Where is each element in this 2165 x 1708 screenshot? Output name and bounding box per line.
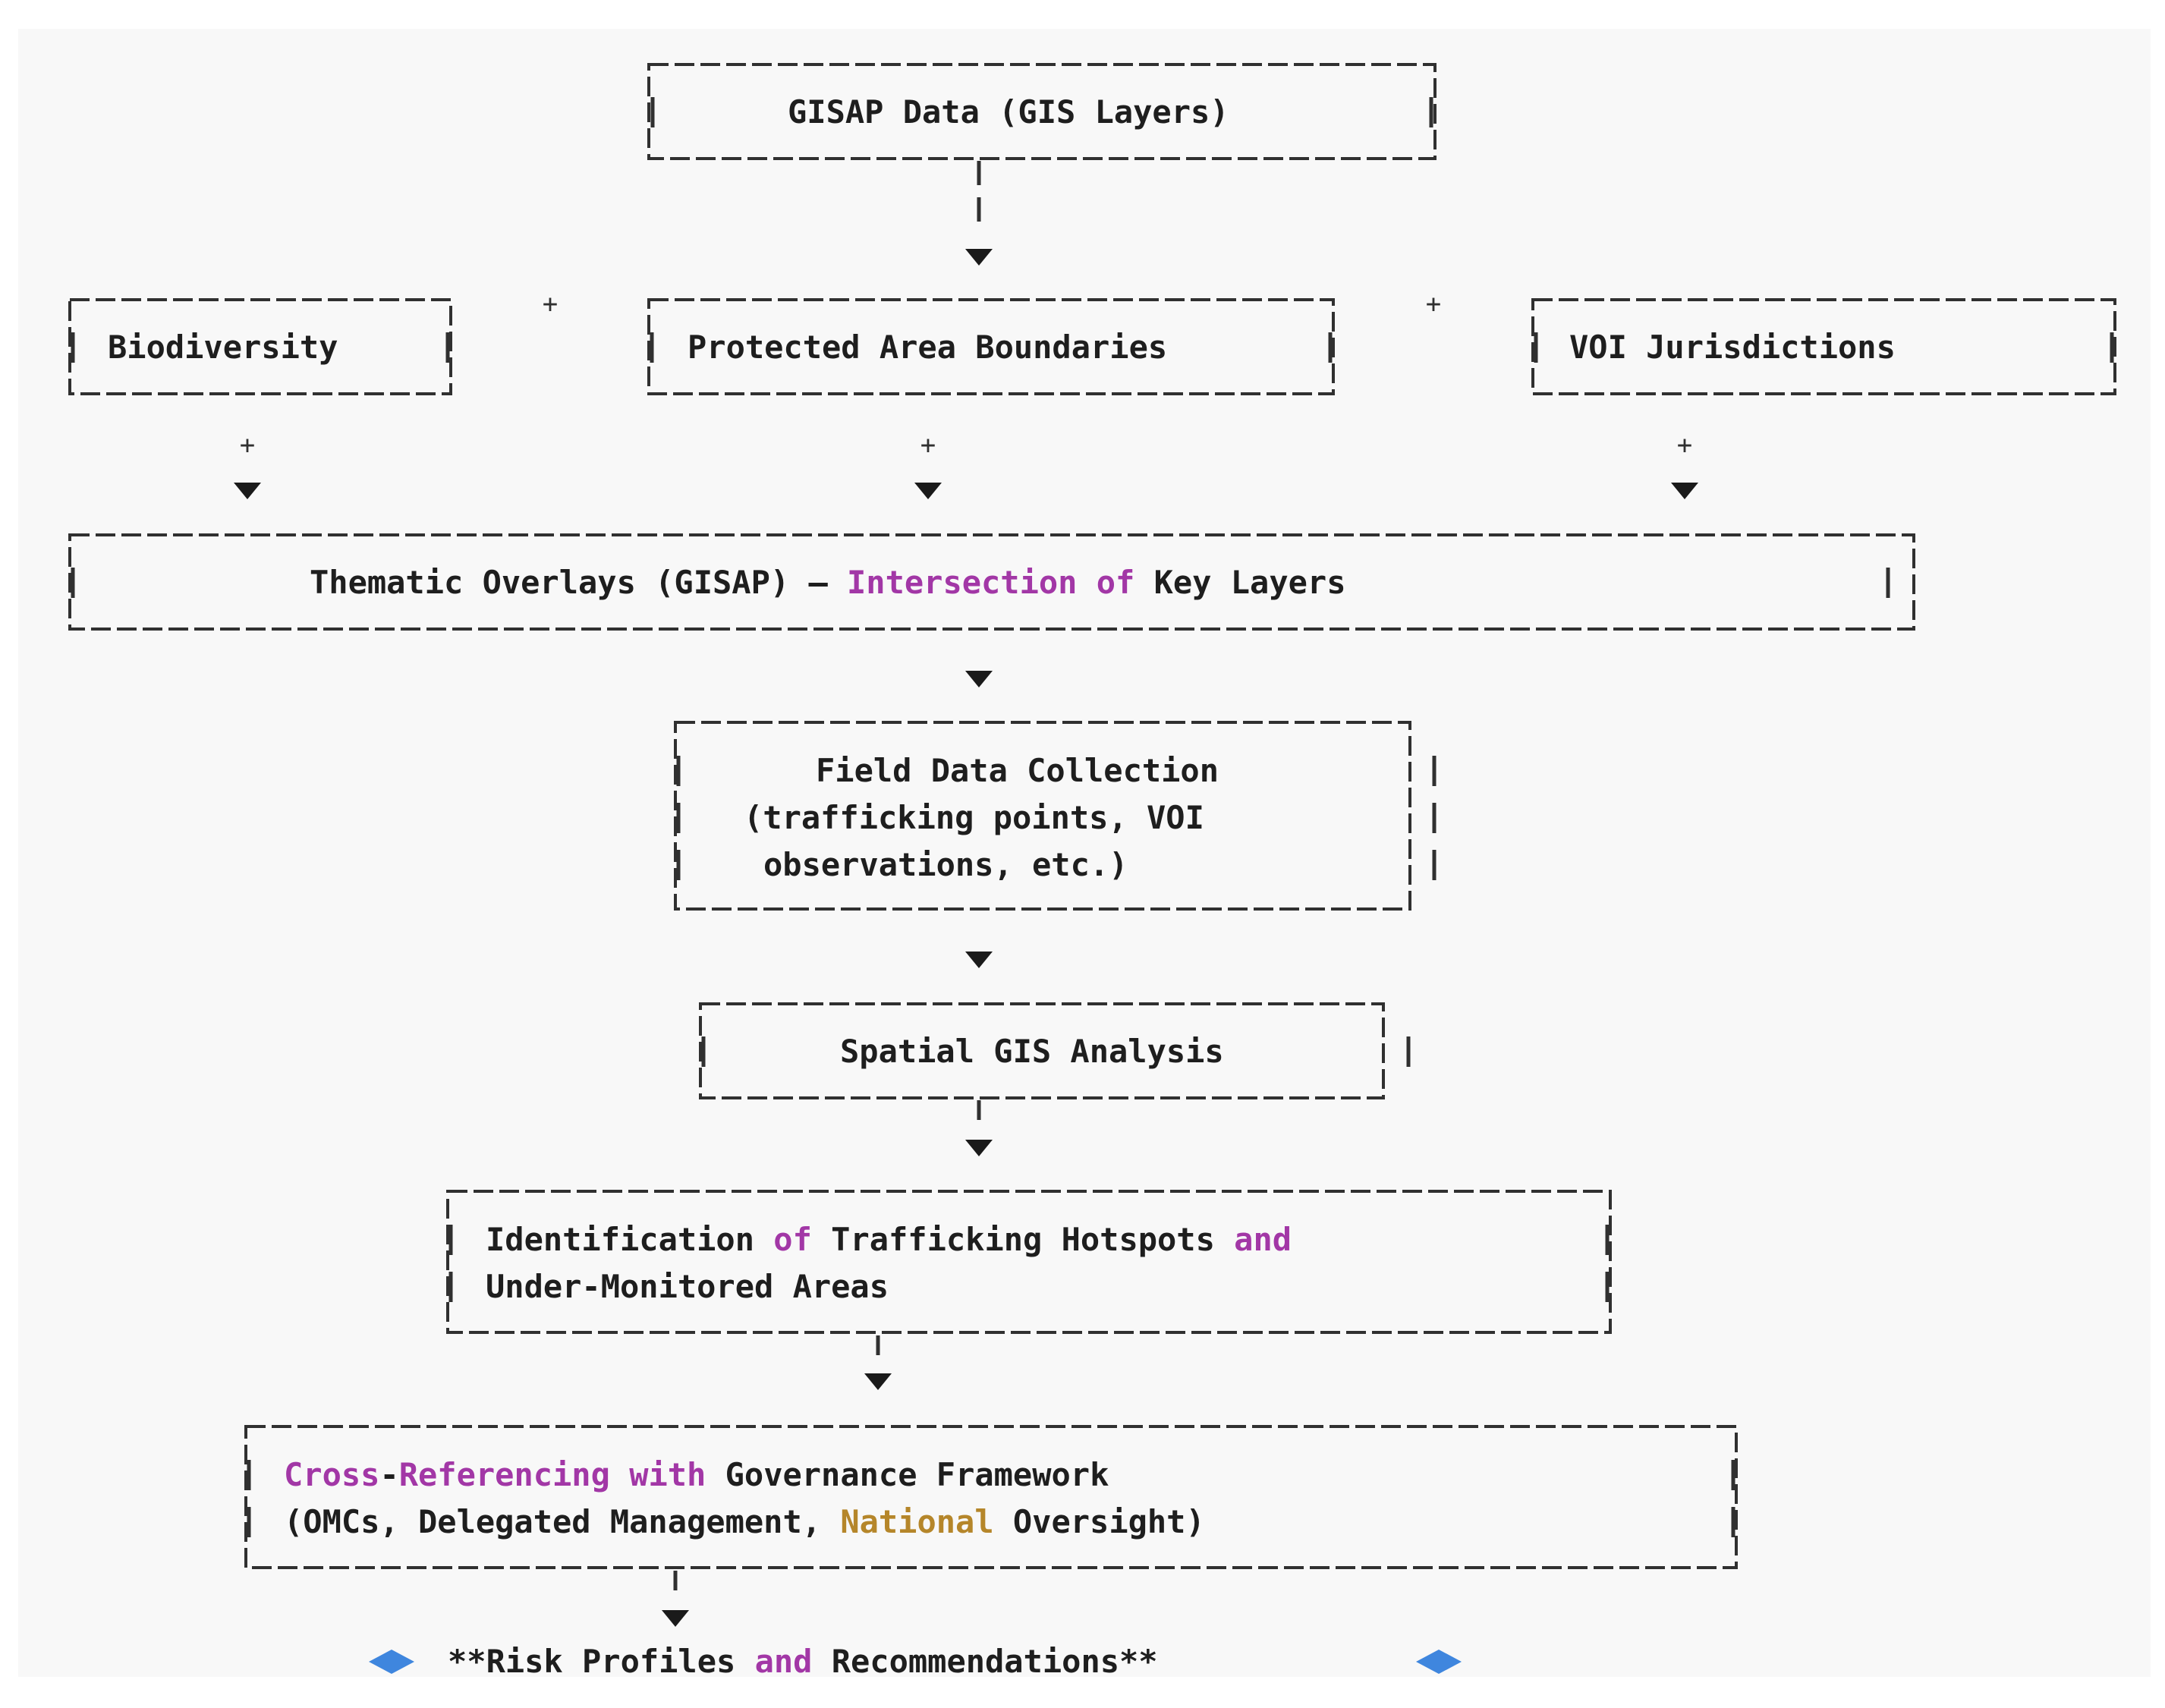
diagram-background	[18, 29, 2151, 1677]
arrow-head	[965, 249, 993, 266]
keyword-intersection: Intersection	[847, 564, 1077, 601]
field-data-line2: (trafficking points, VOI	[744, 799, 1204, 836]
thematic-space	[1077, 564, 1096, 601]
crossref-hyphen: -	[379, 1456, 398, 1493]
crossref-governance: Governance Framework	[706, 1456, 1109, 1493]
plus-symbol: +	[1677, 430, 1692, 461]
node-thematic-overlays: Thematic Overlays (GISAP) – Intersection…	[68, 533, 1915, 631]
node-voi-jurisdictions: VOI Jurisdictions	[1531, 298, 2116, 395]
node-outcome: **Risk Profiles and Recommendations**	[369, 1643, 1462, 1680]
plus-symbol: +	[920, 430, 936, 461]
diamond-icon	[1416, 1650, 1462, 1674]
crossref-space	[610, 1456, 629, 1493]
node-protected-area-boundaries: Protected Area Boundaries	[647, 298, 1335, 395]
arrow-head	[914, 483, 942, 499]
field-data-line1: Field Data Collection	[816, 752, 1219, 789]
hotspots-identification: Identification	[486, 1221, 773, 1258]
crossref-oversight: Oversight)	[994, 1503, 1205, 1540]
arrow-head	[1671, 483, 1698, 499]
hotspots-line1: Identification of Trafficking Hotspots a…	[486, 1221, 1292, 1258]
node-hotspots: Identification of Trafficking Hotspots a…	[446, 1190, 1612, 1334]
keyword-and: and	[1234, 1221, 1292, 1258]
arrow-head	[965, 1140, 993, 1156]
outcome-label: **Risk Profiles and Recommendations**	[448, 1643, 1158, 1680]
arrow-head	[662, 1610, 689, 1627]
field-data-line3: observations, etc.)	[763, 846, 1128, 883]
plus-symbol: +	[543, 289, 558, 319]
node-thematic-overlays-label: Thematic Overlays (GISAP) – Intersection…	[310, 564, 1345, 601]
keyword-and: and	[755, 1643, 813, 1680]
keyword-of: of	[1097, 564, 1135, 601]
diamond-icon	[369, 1650, 414, 1674]
thematic-key-layers: Key Layers	[1134, 564, 1345, 601]
node-biodiversity: Biodiversity	[68, 298, 452, 395]
thematic-text: Thematic Overlays (GISAP) –	[310, 564, 847, 601]
node-voi-jurisdictions-label: VOI Jurisdictions	[1569, 329, 1896, 366]
arrow-head	[234, 483, 261, 499]
outcome-recommendations: Recommendations**	[812, 1643, 1157, 1680]
arrow-head	[965, 952, 993, 968]
node-biodiversity-label: Biodiversity	[108, 329, 338, 366]
outcome-risk-profiles: **Risk Profiles	[448, 1643, 755, 1680]
node-gisap-data: GISAP Data (GIS Layers)	[647, 63, 1437, 160]
node-spatial-gis-analysis: Spatial GIS Analysis	[699, 1002, 1411, 1099]
crossref-line2: (OMCs, Delegated Management, National Ov…	[284, 1503, 1205, 1540]
crossref-line1: Cross-Referencing with Governance Framew…	[284, 1456, 1109, 1493]
keyword-with: with	[629, 1456, 706, 1493]
crossref-omcs: (OMCs, Delegated Management,	[284, 1503, 840, 1540]
keyword-national: National	[840, 1503, 993, 1540]
arrow-head	[965, 671, 993, 687]
hotspots-line2: Under-Monitored Areas	[486, 1268, 889, 1305]
hotspots-trafficking: Trafficking Hotspots	[812, 1221, 1234, 1258]
keyword-cross: Cross	[284, 1456, 379, 1493]
arrow-head	[864, 1373, 892, 1390]
node-protected-area-label: Protected Area Boundaries	[688, 329, 1167, 366]
node-spatial-gis-label: Spatial GIS Analysis	[840, 1033, 1224, 1070]
plus-symbol: +	[240, 430, 255, 461]
keyword-referencing: Referencing	[399, 1456, 610, 1493]
node-field-data-collection: Field Data Collection (trafficking point…	[674, 721, 1437, 911]
plus-symbol: +	[1426, 289, 1441, 319]
node-cross-referencing: Cross-Referencing with Governance Framew…	[244, 1425, 1738, 1569]
keyword-of: of	[773, 1221, 812, 1258]
node-gisap-data-label: GISAP Data (GIS Layers)	[788, 93, 1229, 131]
